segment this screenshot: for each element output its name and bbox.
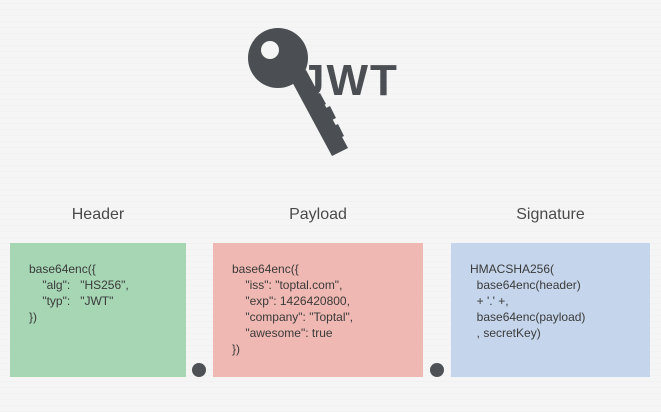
signature-title: Signature <box>516 206 585 223</box>
jwt-logo: JWT <box>240 20 430 160</box>
payload-box: base64enc({ "iss": "toptal.com", "exp": … <box>213 243 423 377</box>
payload-line: "company": "Toptal", <box>232 310 354 324</box>
separator-dot <box>192 363 206 377</box>
signature-line: base64enc(payload) <box>470 310 586 324</box>
payload-title: Payload <box>289 206 347 223</box>
header-line: "alg": "HS256", <box>29 278 129 292</box>
header-line: "typ": "JWT" <box>29 294 114 308</box>
header-line: }) <box>29 310 38 324</box>
signature-line: , secretKey) <box>470 326 541 340</box>
separator-dot <box>430 363 444 377</box>
signature-line: base64enc(header) <box>470 278 581 292</box>
payload-line: "iss": "toptal.com", <box>232 278 343 292</box>
header-line: base64enc({ <box>29 262 96 276</box>
logo-text: JWT <box>300 56 399 105</box>
header-box: base64enc({ "alg": "HS256", "typ": "JWT"… <box>10 243 186 377</box>
payload-line: "awesome": true <box>232 326 333 340</box>
header-title: Header <box>71 206 125 223</box>
key-icon <box>248 28 348 156</box>
payload-line: "exp": 1426420800, <box>232 294 350 308</box>
signature-box: HMACSHA256( base64enc(header) + '.' +, b… <box>451 243 650 377</box>
signature-line: HMACSHA256( <box>470 262 555 276</box>
payload-line: base64enc({ <box>232 262 299 276</box>
signature-line: + '.' +, <box>470 294 509 308</box>
payload-line: }) <box>232 342 241 356</box>
